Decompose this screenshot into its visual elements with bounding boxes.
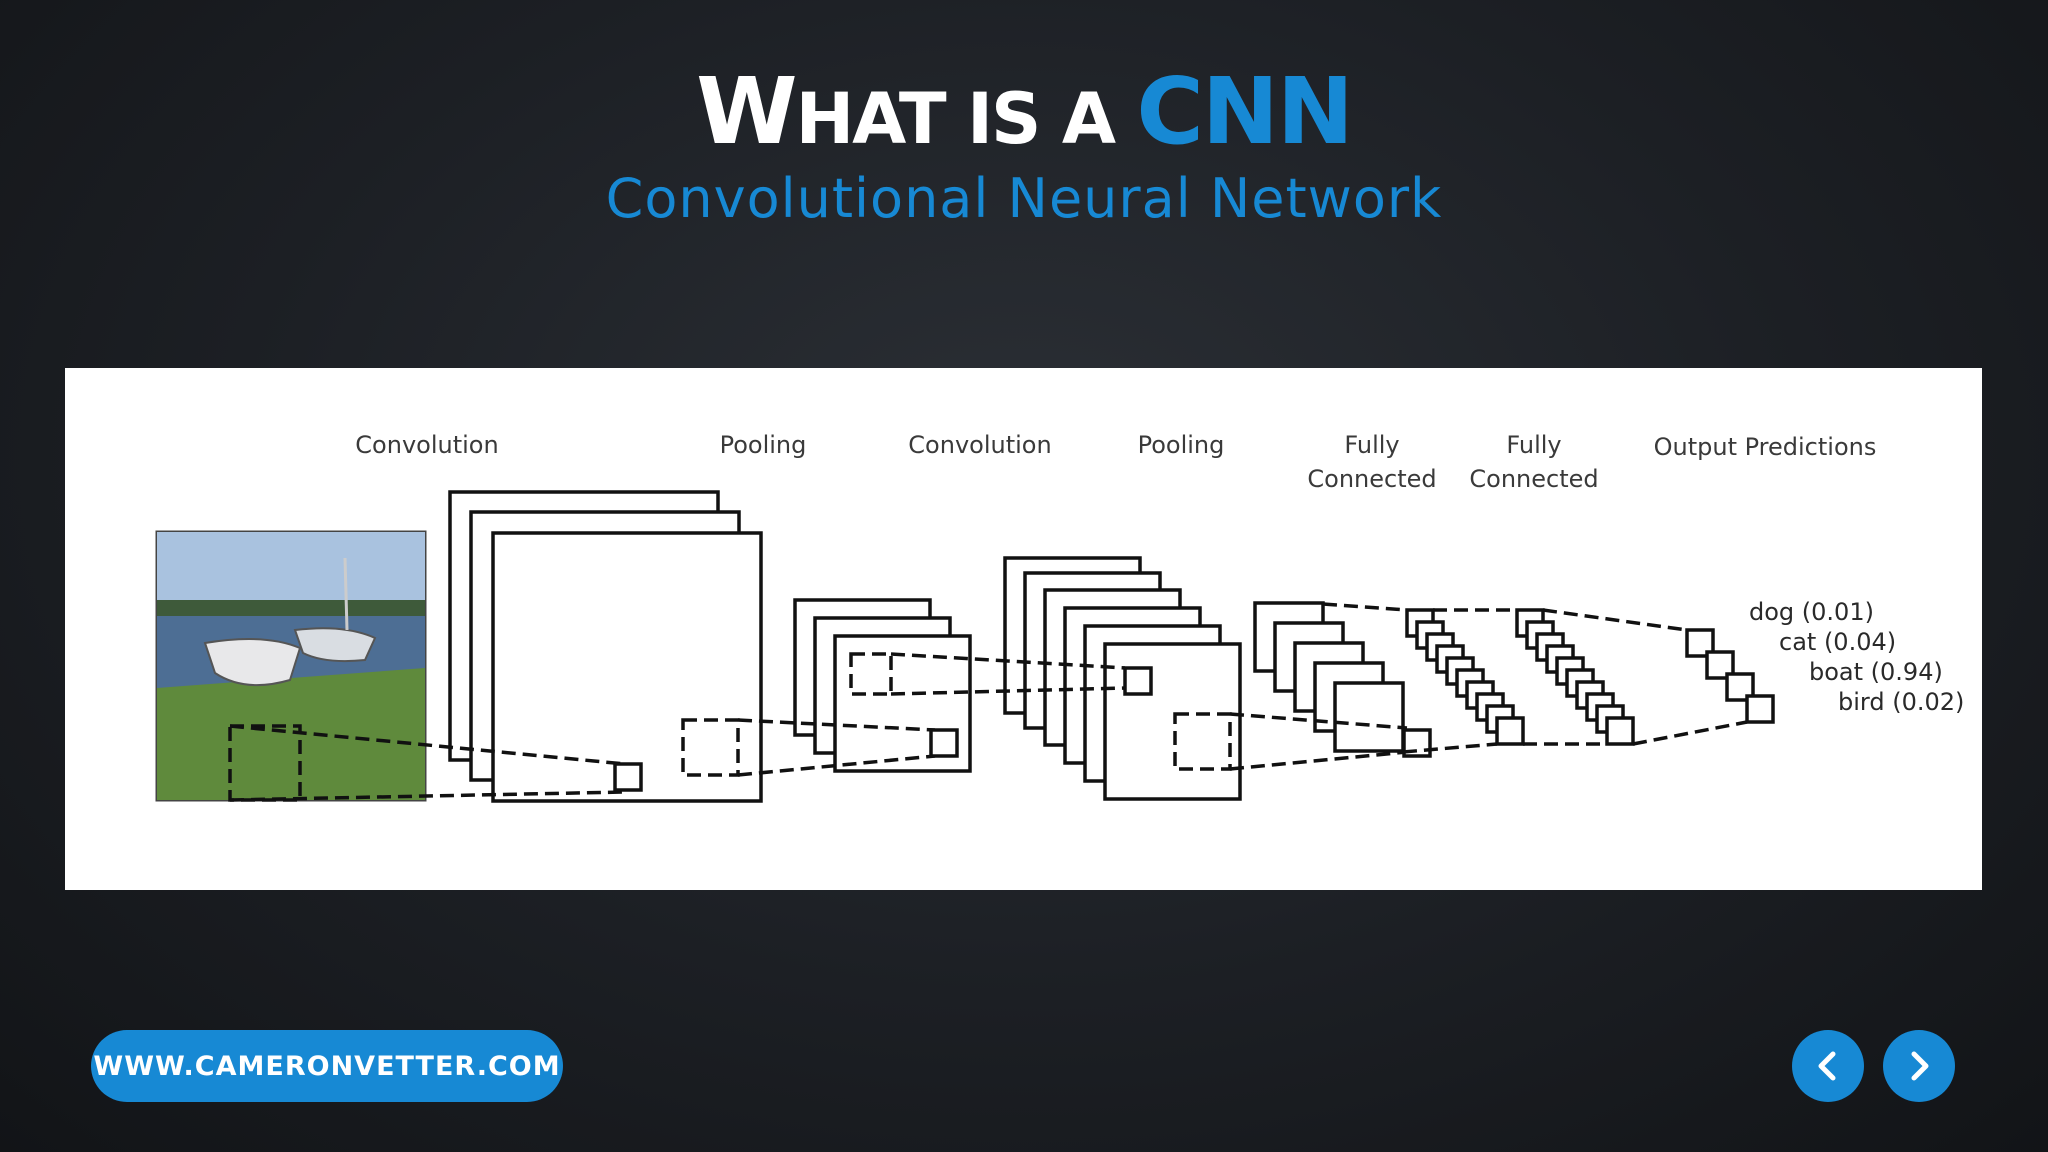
title-initial: W xyxy=(696,58,797,165)
output-units xyxy=(1685,628,1775,724)
prediction-dog: dog (0.01) xyxy=(1749,598,1874,626)
label-pooling-1: Pooling xyxy=(720,431,807,459)
input-image xyxy=(155,530,427,802)
chevron-left-icon xyxy=(1818,1051,1836,1081)
fc2-units xyxy=(1515,608,1635,746)
cnn-diagram: Convolution Pooling Convolution Pooling … xyxy=(65,368,1982,890)
label-fully-2: Fully xyxy=(1506,431,1561,459)
prediction-boat: boat (0.94) xyxy=(1809,658,1943,686)
label-fully-1: Fully xyxy=(1344,431,1399,459)
label-connected-1: Connected xyxy=(1307,465,1436,493)
pool2-map-5 xyxy=(1333,681,1405,753)
next-slide-button[interactable] xyxy=(1883,1030,1955,1102)
label-convolution-2: Convolution xyxy=(908,431,1051,459)
previous-slide-button[interactable] xyxy=(1792,1030,1864,1102)
slide-title: WHAT IS A CNN xyxy=(0,62,2048,169)
title-accent: CNN xyxy=(1136,58,1354,165)
connection-lines xyxy=(228,602,1748,802)
cnn-diagram-svg: Convolution Pooling Convolution Pooling … xyxy=(155,431,1964,803)
website-link-button[interactable]: WWW.CAMERONVETTER.COM xyxy=(91,1030,563,1102)
prediction-bird: bird (0.02) xyxy=(1838,688,1964,716)
label-output-predictions: Output Predictions xyxy=(1654,433,1877,461)
prediction-cat: cat (0.04) xyxy=(1779,628,1896,656)
chevron-right-icon xyxy=(1911,1051,1929,1081)
conv1-map-3 xyxy=(491,531,763,803)
title-text: HAT IS A xyxy=(795,78,1137,160)
label-convolution-1: Convolution xyxy=(355,431,498,459)
label-pooling-2: Pooling xyxy=(1138,431,1225,459)
fc1-units xyxy=(1405,608,1525,746)
slide-subtitle: Convolutional Neural Network xyxy=(605,167,1443,230)
label-connected-2: Connected xyxy=(1469,465,1598,493)
